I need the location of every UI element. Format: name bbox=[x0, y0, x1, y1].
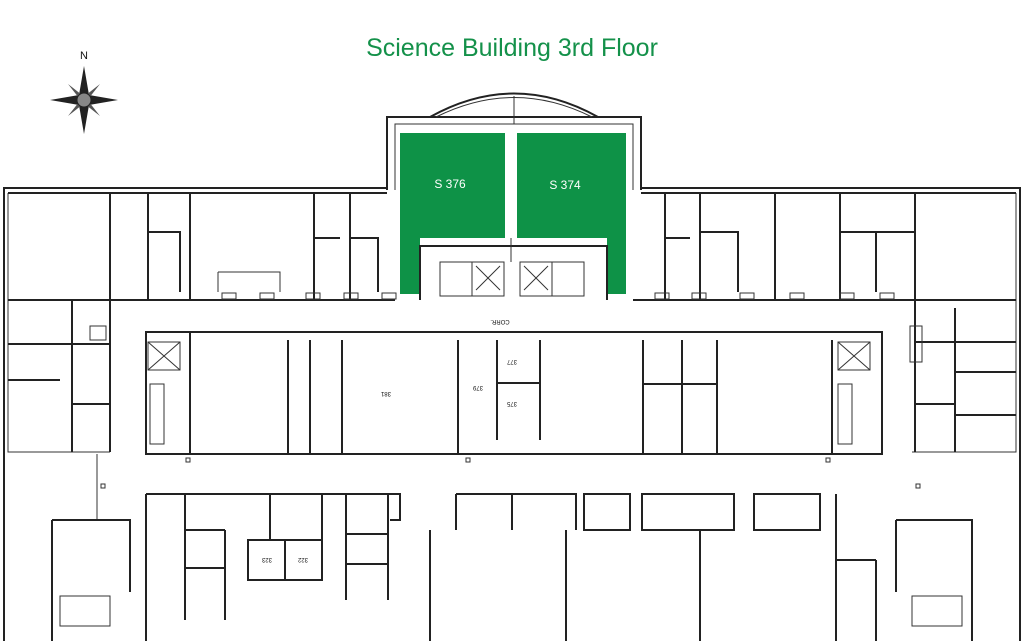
room-label-s376: S 376 bbox=[434, 177, 466, 191]
north-rooms-east bbox=[633, 193, 1016, 301]
compass-rose-icon bbox=[50, 66, 118, 134]
room-label-s374: S 374 bbox=[549, 178, 581, 192]
building-outline bbox=[3, 187, 1021, 641]
walkway-posts bbox=[96, 454, 921, 520]
north-rooms-west bbox=[8, 193, 397, 301]
room-label-377: 377 bbox=[506, 358, 517, 364]
highlighted-room-s374[interactable]: S 374 bbox=[517, 133, 626, 294]
south-rooms bbox=[51, 493, 973, 641]
highlighted-room-s376[interactable]: S 376 bbox=[400, 133, 505, 294]
central-stairs bbox=[419, 238, 608, 300]
room-label-322: 322 bbox=[297, 556, 308, 562]
room-label-381: 381 bbox=[380, 390, 391, 396]
corridor-label: CORR. bbox=[490, 318, 510, 324]
west-end-rooms bbox=[8, 300, 111, 452]
room-label-375: 375 bbox=[506, 400, 517, 406]
compass-north-label: N bbox=[80, 50, 88, 62]
map-title: Science Building 3rd Floor bbox=[366, 34, 658, 62]
north-wing-walls bbox=[386, 92, 642, 190]
middle-rooms bbox=[145, 331, 883, 455]
east-end-rooms bbox=[909, 300, 1016, 452]
room-label-379: 379 bbox=[472, 384, 483, 390]
room-label-323: 323 bbox=[261, 556, 272, 562]
